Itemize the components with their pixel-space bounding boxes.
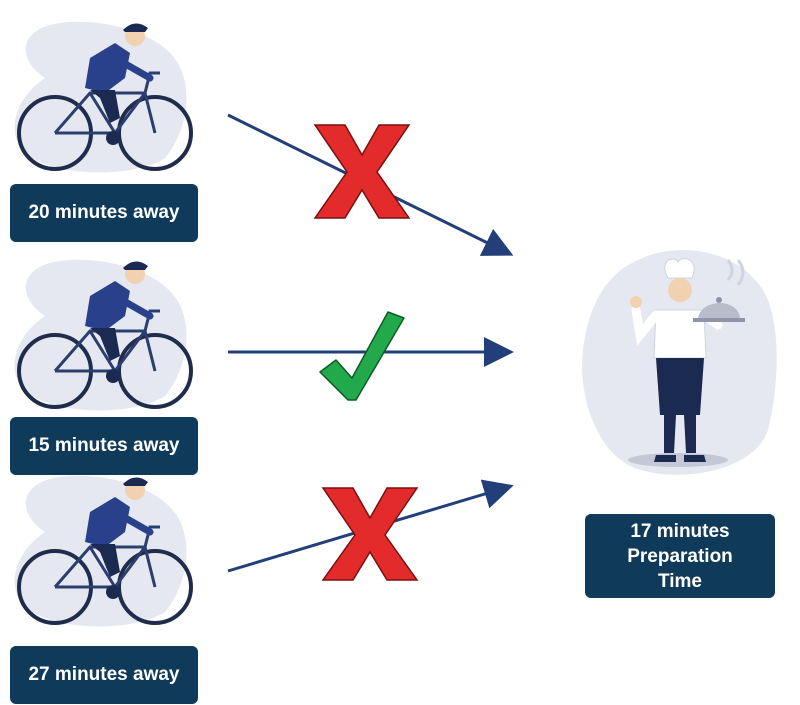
- cyclist-figure: [14, 475, 193, 627]
- chef-label: 17 minutes Preparation Time: [585, 514, 775, 598]
- rider-2-label: 15 minutes away: [10, 417, 198, 475]
- cyclist-icon-3: [14, 475, 193, 627]
- cross-icon-1: [313, 124, 411, 219]
- chef-label-line-2: Preparation: [627, 545, 733, 567]
- checkmark-icon: [319, 311, 405, 401]
- cyclist-figure: [14, 259, 193, 411]
- cyclist-icon-2: [14, 259, 193, 411]
- cross-icon-2: [321, 487, 419, 581]
- cyclist-icon-1: [14, 21, 193, 173]
- chef-label-line-1: 17 minutes: [630, 520, 730, 542]
- rider-1-label: 20 minutes away: [10, 184, 198, 242]
- cyclist-figure: [14, 21, 193, 173]
- rider-3-label: 27 minutes away: [10, 646, 198, 704]
- chef-icon: [582, 250, 777, 475]
- chef-label-line-3: Time: [657, 570, 702, 592]
